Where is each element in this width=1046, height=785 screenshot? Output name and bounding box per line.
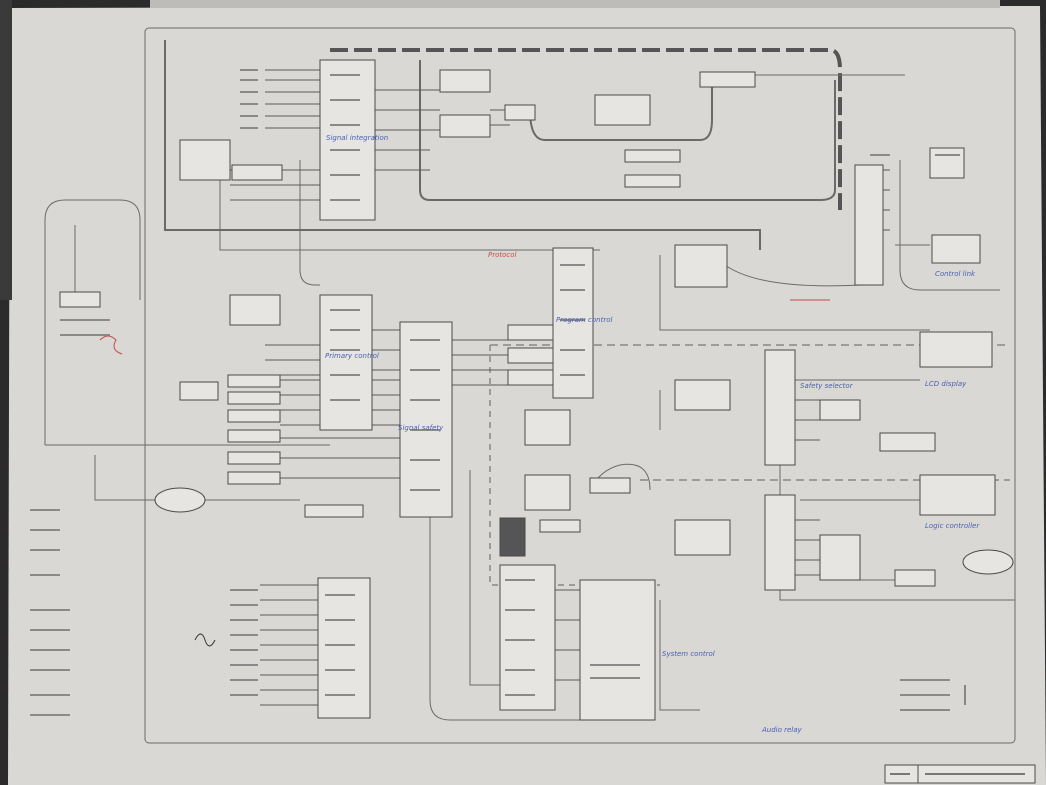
box-right-mid-5 [919, 474, 996, 516]
mid-loop-2 [299, 160, 320, 286]
red-scribble [99, 335, 123, 355]
box-right-low-3 [894, 569, 936, 587]
top-edge-strip [150, 0, 1000, 8]
box-lower-left [317, 577, 371, 719]
box-center-2 [507, 324, 554, 341]
lower-right-link [659, 600, 700, 711]
box-mid-2 [399, 321, 453, 518]
box-mid-1 [319, 294, 373, 431]
box-left-3 [59, 291, 101, 308]
annotation-blue-1: Signal integration [326, 134, 388, 142]
box-main-top [319, 59, 376, 221]
right-link-1 [724, 264, 861, 287]
box-center-5 [524, 409, 571, 446]
left-label-column [179, 374, 281, 485]
box-lower-center-1 [499, 564, 556, 711]
box-right-mid-3 [819, 399, 861, 421]
annotation-blue-3: Signal safety [398, 424, 444, 432]
box-center-6 [524, 474, 571, 511]
oval-terminal-left [154, 487, 206, 513]
red-annotations: Protocol [488, 251, 517, 259]
top-link-3 [529, 85, 713, 141]
box-right-low-2 [819, 534, 861, 581]
box-right-top-3 [929, 147, 965, 179]
blue-annotations: Signal integration Primary control Signa… [325, 134, 980, 734]
annotation-blue-8: Control link [935, 270, 976, 278]
annotation-blue-7: Audio relay [761, 726, 803, 734]
box-center-7 [589, 477, 631, 494]
lower-loop [429, 470, 590, 721]
title-block [884, 764, 1036, 784]
dashed-top-bus [330, 48, 842, 210]
annotation-blue-2: Primary control [325, 352, 379, 360]
box-center-8 [539, 519, 581, 533]
left-loop-3 [94, 455, 300, 501]
box-center-4 [507, 369, 554, 386]
box-lower-center-2 [579, 579, 656, 721]
box-right-mid-2 [919, 331, 993, 368]
box-right-low-1 [764, 494, 796, 591]
box-left-4 [229, 294, 281, 326]
box-top-1 [439, 69, 491, 93]
annotation-blue-10: Logic controller [925, 522, 980, 530]
box-mid-right-2 [674, 519, 731, 556]
annotation-blue-9: LCD display [925, 380, 967, 388]
box-top-7 [624, 174, 681, 188]
box-right-top-4 [931, 234, 981, 264]
box-mid-right-1 [674, 379, 731, 411]
top-loop [164, 40, 761, 250]
annotation-blue-6: System control [662, 650, 715, 658]
box-top-5 [699, 71, 756, 88]
lower-loop-2 [469, 470, 500, 686]
box-left-1 [179, 139, 231, 181]
box-center-3 [507, 347, 554, 364]
right-link-2 [659, 255, 930, 331]
box-right-mid-4 [879, 432, 936, 452]
box-top-4 [594, 94, 651, 126]
box-top-6 [624, 149, 681, 163]
box-top-3 [504, 104, 536, 121]
dark-scribble [194, 633, 216, 647]
left-loop [44, 199, 141, 445]
printed-labels [30, 69, 960, 716]
box-dark-stack [499, 517, 526, 557]
annotation-blue-4: Program control [556, 316, 613, 324]
box-right-top-2 [854, 164, 884, 286]
box-right-mid-1 [764, 349, 796, 466]
annotation-blue-5: Safety selector [800, 382, 854, 390]
component-boxes [59, 59, 996, 721]
box-left-2 [231, 164, 283, 181]
top-loop-2 [419, 60, 836, 201]
box-right-top-1 [674, 244, 728, 288]
right-link-3 [899, 160, 1000, 291]
box-lower-bar [304, 504, 364, 518]
oval-terminal-right [962, 549, 1014, 575]
box-center-1 [552, 247, 594, 399]
wiring-diagram [44, 27, 1016, 744]
left-edge-strip [0, 0, 12, 300]
box-top-2 [439, 114, 491, 138]
annotation-red-1: Protocol [488, 251, 517, 259]
